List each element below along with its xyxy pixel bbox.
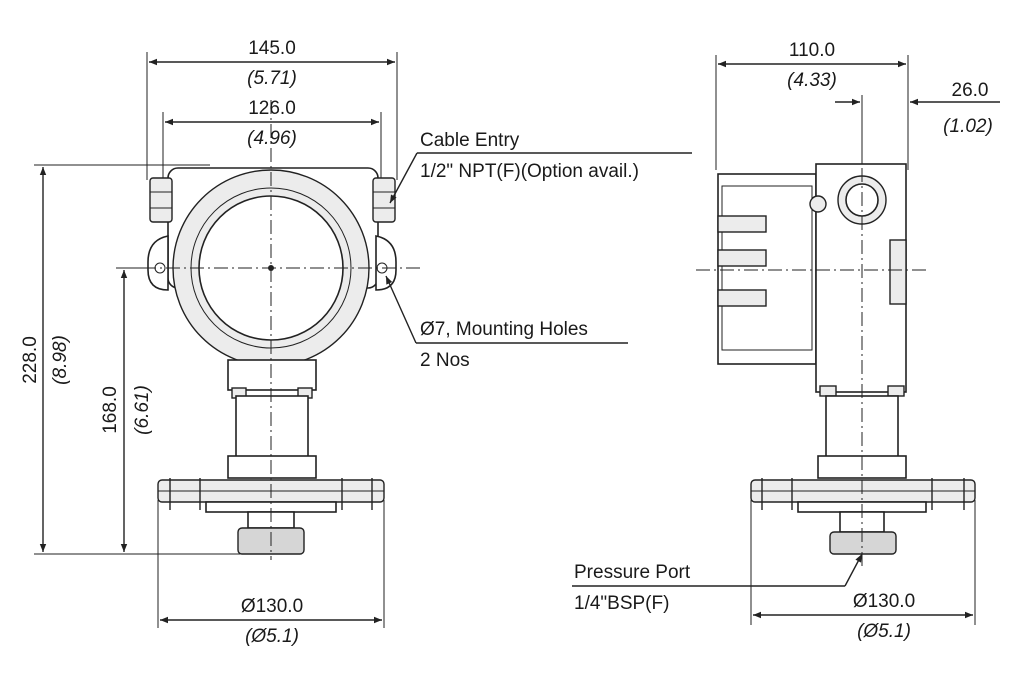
side-flange-dia-inch-label: (Ø5.1) <box>857 621 911 642</box>
flange-dia-label: Ø130.0 <box>241 596 303 617</box>
front-view: 145.0 (5.71) 126.0 (4.96) 228.0 (8.98) 1… <box>20 38 420 647</box>
side-width-inch-label: (4.33) <box>787 70 837 91</box>
cable-entry-detail: 1/2" NPT(F)(Option avail.) <box>420 161 639 182</box>
width-inner-label: 126.0 <box>248 98 296 119</box>
pressure-port-detail: 1/4"BSP(F) <box>574 593 669 614</box>
mounting-holes-detail: 2 Nos <box>420 350 470 371</box>
cable-gland-left <box>149 177 173 223</box>
pressure-port-title: Pressure Port <box>574 562 691 583</box>
side-width-label: 110.0 <box>789 40 835 61</box>
height-overall-label: 228.0 <box>20 336 41 384</box>
cable-entry-title: Cable Entry <box>420 130 520 151</box>
height-overall-inch-label: (8.98) <box>50 335 71 385</box>
neck <box>227 359 317 391</box>
side-offset-label: 26.0 <box>952 80 989 101</box>
height-center-inch-label: (6.61) <box>132 385 153 435</box>
side-offset-inch-label: (1.02) <box>943 116 993 137</box>
side-flange-dia-label: Ø130.0 <box>853 591 915 612</box>
width-overall-label: 145.0 <box>248 38 296 59</box>
callouts: Cable Entry 1/2" NPT(F)(Option avail.) Ø… <box>385 130 863 614</box>
side-view: 110.0 (4.33) 26.0 (1.02) Ø130.0 (Ø5.1) <box>696 40 1000 642</box>
width-overall-inch-label: (5.71) <box>247 68 297 89</box>
height-center-label: 168.0 <box>100 386 121 434</box>
width-inner-inch-label: (4.96) <box>247 128 297 149</box>
side-cover <box>717 173 817 365</box>
flange-dia-inch-label: (Ø5.1) <box>245 626 299 647</box>
pressure-port-fitting-side <box>829 531 897 555</box>
mounting-holes-title: Ø7, Mounting Holes <box>420 319 588 340</box>
